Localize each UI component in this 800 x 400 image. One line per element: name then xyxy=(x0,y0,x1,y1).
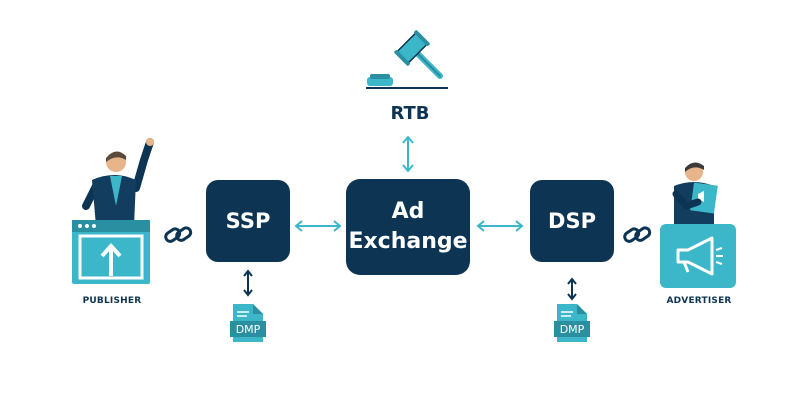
arrow-ssp-dmp xyxy=(243,269,253,297)
chain-link-left-icon xyxy=(164,226,193,243)
dmp-left-label: DMP xyxy=(236,323,261,336)
dsp-box: DSP xyxy=(530,180,614,262)
publisher-figure xyxy=(72,138,154,284)
dsp-label: DSP xyxy=(548,209,596,233)
dmp-left-document-icon: DMP xyxy=(230,304,266,342)
ssp-label: SSP xyxy=(225,209,271,233)
arrow-ssp-adexchange xyxy=(294,220,342,232)
arrow-adexchange-dsp xyxy=(476,220,524,232)
advertiser-label: ADVERTISER xyxy=(666,296,732,306)
chain-link-right-icon xyxy=(623,226,652,243)
arrow-dsp-dmp xyxy=(567,277,577,301)
ssp-box: SSP xyxy=(206,180,290,262)
ad-exchange-box: Ad Exchange xyxy=(346,179,470,275)
dmp-right-document-icon: DMP xyxy=(554,304,590,342)
arrow-rtb-adexchange xyxy=(402,135,414,173)
dmp-right-label: DMP xyxy=(560,323,585,336)
publisher-label: PUBLISHER xyxy=(82,296,142,306)
gavel-icon xyxy=(366,30,448,89)
advertiser-figure xyxy=(660,162,736,288)
ad-exchange-label-line1: Ad xyxy=(391,199,425,224)
rtb-label: RTB xyxy=(390,103,430,124)
ad-exchange-label-line2: Exchange xyxy=(348,229,468,254)
